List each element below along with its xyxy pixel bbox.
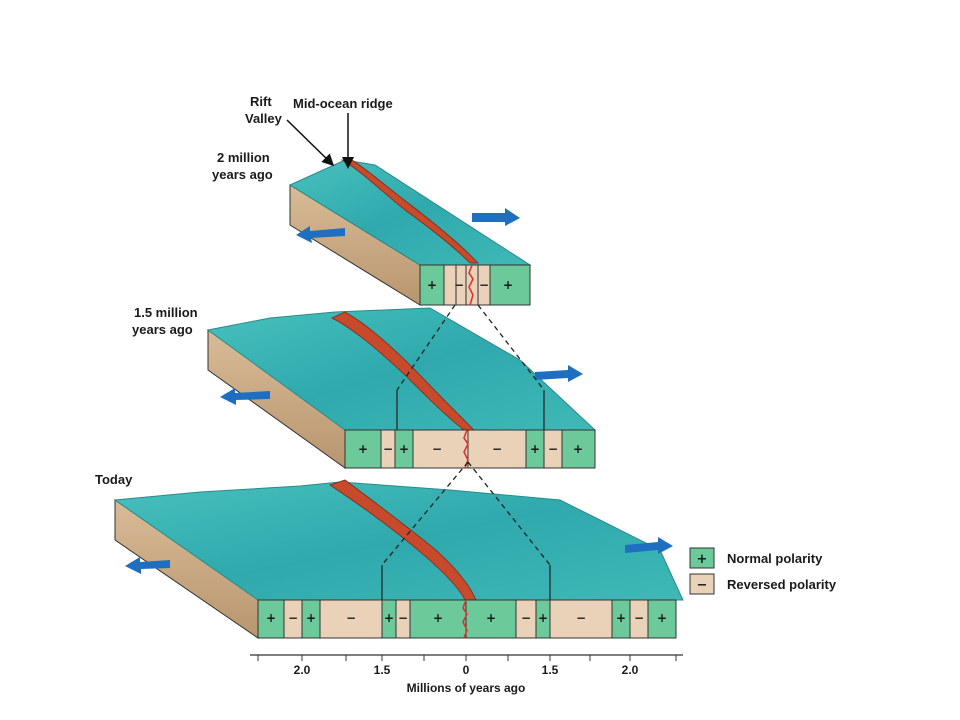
block-today-left-arrow — [125, 557, 170, 574]
block-today-symbol-3: + — [306, 611, 316, 625]
block-1-5-symbol-2: − — [383, 442, 393, 456]
block-today-symbol-9: − — [521, 611, 531, 625]
block-2-million: + − − + — [288, 159, 532, 306]
block-2-symbol-1: + — [427, 278, 437, 292]
time-axis: 2.0 1.5 0 1.5 2.0 Millions of years ago — [250, 654, 683, 695]
stage-today-label: Today — [95, 472, 133, 487]
legend-normal-swatch — [689, 547, 715, 569]
block-today-right-arrow — [625, 537, 673, 554]
stage-1-5-million-label: 1.5 million — [134, 305, 198, 320]
block-2-left-arrow — [296, 226, 345, 243]
block-1-5-right-arrow — [535, 365, 583, 382]
block-1-5-front-face: + − + − − + − + — [344, 429, 596, 469]
rift-valley-pointer — [286, 119, 335, 167]
projection-lines — [381, 304, 551, 566]
stage-2-million-label: 2 million — [217, 150, 270, 165]
legend-normal-label: Normal polarity — [727, 551, 823, 566]
block-today-symbol-14: + — [657, 611, 667, 625]
stage-2-million-label-2: years ago — [212, 167, 273, 182]
legend-reversed-swatch — [689, 573, 715, 595]
block-today: + − + − + − + + − + − + − + — [113, 479, 684, 639]
block-1-5-million: + − + − − + − + — [206, 307, 597, 469]
block-today-symbol-1: + — [266, 611, 276, 625]
rift-valley-label: Rift — [250, 94, 272, 109]
axis-tick-label-2: 1.5 — [374, 663, 391, 677]
block-today-symbol-6: − — [398, 611, 408, 625]
stage-1-5-million-label-2: years ago — [132, 322, 193, 337]
block-1-5-symbol-5: − — [492, 442, 502, 456]
block-1-5-symbol-3: + — [399, 442, 409, 456]
block-today-symbol-10: + — [538, 611, 548, 625]
block-today-symbol-8: + — [486, 611, 496, 625]
axis-title: Millions of years ago — [407, 681, 526, 695]
block-2-front-face: + − − + — [419, 264, 531, 306]
axis-tick-label-4: 1.5 — [542, 663, 559, 677]
block-today-symbol-7: + — [433, 611, 443, 625]
block-2-symbol-4: + — [503, 278, 513, 292]
block-1-5-symbol-7: − — [548, 442, 558, 456]
block-2-right-arrow — [472, 208, 520, 226]
block-today-symbol-11: − — [576, 611, 586, 625]
legend-reversed-label: Reversed polarity — [727, 577, 837, 592]
axis-tick-label-1: 2.0 — [294, 663, 311, 677]
block-2-symbol-3: − — [479, 278, 489, 292]
block-today-symbol-12: + — [616, 611, 626, 625]
axis-tick-label-3: 0 — [463, 663, 470, 677]
legend-normal-symbol: + — [697, 552, 708, 567]
block-today-symbol-4: − — [346, 611, 356, 625]
legend: + Normal polarity − Reversed polarity — [689, 547, 837, 595]
axis-tick-label-5: 2.0 — [622, 663, 639, 677]
rift-valley-label-2: Valley — [245, 111, 283, 126]
block-today-symbol-13: − — [634, 611, 644, 625]
block-1-5-symbol-8: + — [573, 442, 583, 456]
block-1-5-symbol-6: + — [530, 442, 540, 456]
block-2-symbol-2: − — [454, 278, 464, 292]
mid-ocean-ridge-label: Mid-ocean ridge — [293, 96, 393, 111]
block-1-5-symbol-1: + — [358, 442, 368, 456]
block-1-5-symbol-4: − — [432, 442, 442, 456]
block-today-symbol-5: + — [384, 611, 394, 625]
block-today-front-face: + − + − + − + + − + − + − + — [257, 599, 677, 639]
block-today-symbol-2: − — [288, 611, 298, 625]
legend-reversed-symbol: − — [697, 578, 708, 593]
block-1-5-left-arrow — [220, 388, 270, 405]
block-2-ridge — [340, 159, 479, 264]
